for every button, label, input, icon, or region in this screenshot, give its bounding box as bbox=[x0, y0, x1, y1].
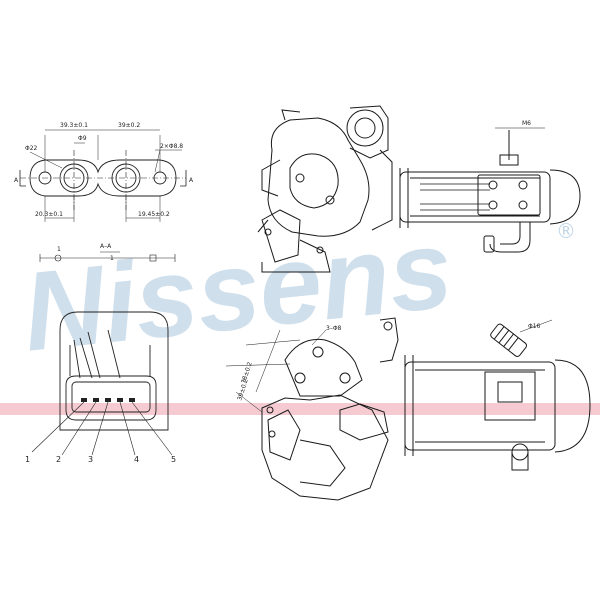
thread-label: M6 bbox=[522, 120, 531, 127]
watermark-red-band bbox=[0, 403, 600, 415]
pin-1 bbox=[81, 398, 87, 402]
mount-plate-top bbox=[477, 174, 541, 216]
mount-bracket-bottom bbox=[484, 371, 536, 421]
pin-4 bbox=[117, 398, 123, 402]
pin-label-3: 3 bbox=[88, 455, 93, 464]
dim-bore: Φ22 bbox=[25, 145, 38, 152]
connector-drawing bbox=[59, 311, 169, 431]
actuator-housing-bottom bbox=[261, 394, 389, 501]
valve-bottom-view bbox=[225, 317, 591, 501]
watermark-registered-mark: ® bbox=[556, 219, 576, 243]
section-letter-left: A bbox=[14, 177, 19, 184]
pin-5 bbox=[129, 398, 135, 402]
pin-leaders bbox=[31, 401, 173, 456]
pin-label-2: 2 bbox=[56, 455, 61, 464]
pin-2 bbox=[93, 398, 99, 402]
dim-bottom-left: 20.3±0.1 bbox=[35, 211, 63, 218]
section-num-right: 1 bbox=[110, 255, 114, 262]
dim-bottom-right: 19.45±0.2 bbox=[138, 211, 170, 218]
hose-outlet-top bbox=[489, 222, 531, 253]
pipe-bottom bbox=[490, 323, 527, 357]
valve-top-cap-outer bbox=[346, 109, 384, 147]
pin-label-4: 4 bbox=[134, 455, 139, 464]
valve-top-cap-inner bbox=[354, 117, 376, 139]
dim-39: 39±0.2 bbox=[236, 378, 250, 401]
pin-label-5: 5 bbox=[171, 455, 176, 464]
dim-holes: 2×Φ8.8 bbox=[160, 143, 183, 150]
pipe-diameter: Φ16 bbox=[528, 323, 541, 330]
connector-housing bbox=[59, 311, 169, 431]
dim-top-left: 39.3±0.1 bbox=[60, 122, 88, 129]
section-label: A–A bbox=[100, 243, 112, 250]
section-num-left: 1 bbox=[57, 246, 61, 253]
valve-top-view bbox=[257, 105, 581, 273]
flange-drawing bbox=[19, 129, 187, 262]
connector-pins bbox=[81, 398, 135, 402]
section-letter-right: A bbox=[189, 177, 194, 184]
holes-label: 3–Φ8 bbox=[326, 325, 342, 332]
pin-3 bbox=[105, 398, 111, 402]
connector-body bbox=[65, 375, 157, 421]
dim-top-right: 39±0.2 bbox=[118, 122, 140, 129]
actuator-housing bbox=[267, 117, 370, 237]
dim-hole-small: Φ9 bbox=[78, 135, 87, 142]
pin-label-1: 1 bbox=[25, 455, 30, 464]
